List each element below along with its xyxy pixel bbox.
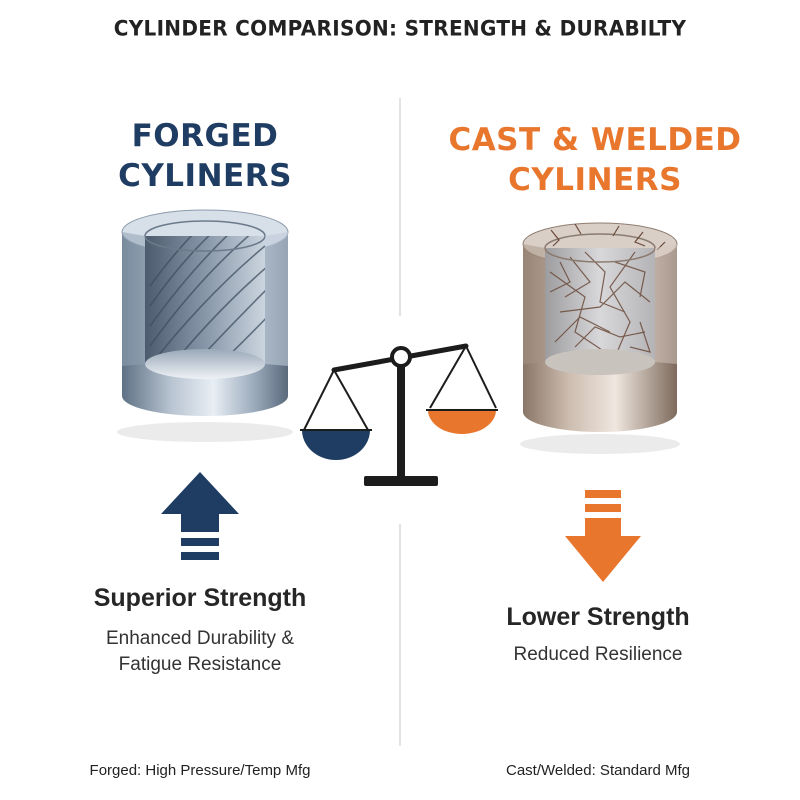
cast-title: CAST & WELDED CYLINERS	[430, 120, 760, 200]
up-arrow-icon	[161, 472, 239, 560]
forged-description-line-1: Enhanced Durability &	[106, 628, 294, 649]
cast-description-line-1: Reduced Resilience	[513, 644, 683, 665]
divider-top	[399, 98, 401, 316]
forged-title-line: FORGED CYLINERS	[118, 118, 292, 194]
cast-headline: Lower Strength	[506, 603, 690, 631]
forged-footnote: Forged: High Pressure/Temp Mfg	[89, 762, 311, 779]
down-arrow-icon	[565, 490, 641, 582]
forged-title: FORGED CYLINERS	[40, 116, 370, 196]
forged-description: Enhanced Durability & Fatigue Resistance	[40, 626, 360, 678]
page-title: CYLINDER COMPARISON: STRENGTH & DURABILT…	[113, 15, 687, 41]
cast-cylinder-icon	[520, 222, 680, 454]
forged-cylinder-icon	[117, 209, 293, 442]
balance-scale-icon	[300, 343, 498, 486]
cast-title-line-2: CYLINERS	[508, 162, 682, 198]
forged-headline: Superior Strength	[93, 584, 307, 612]
divider-bottom	[399, 524, 401, 746]
cast-footnote: Cast/Welded: Standard Mfg	[506, 762, 690, 779]
cast-title-line-1: CAST & WELDED	[448, 122, 742, 158]
forged-description-line-2: Fatigue Resistance	[118, 654, 282, 675]
cast-description: Reduced Resilience	[438, 642, 758, 668]
